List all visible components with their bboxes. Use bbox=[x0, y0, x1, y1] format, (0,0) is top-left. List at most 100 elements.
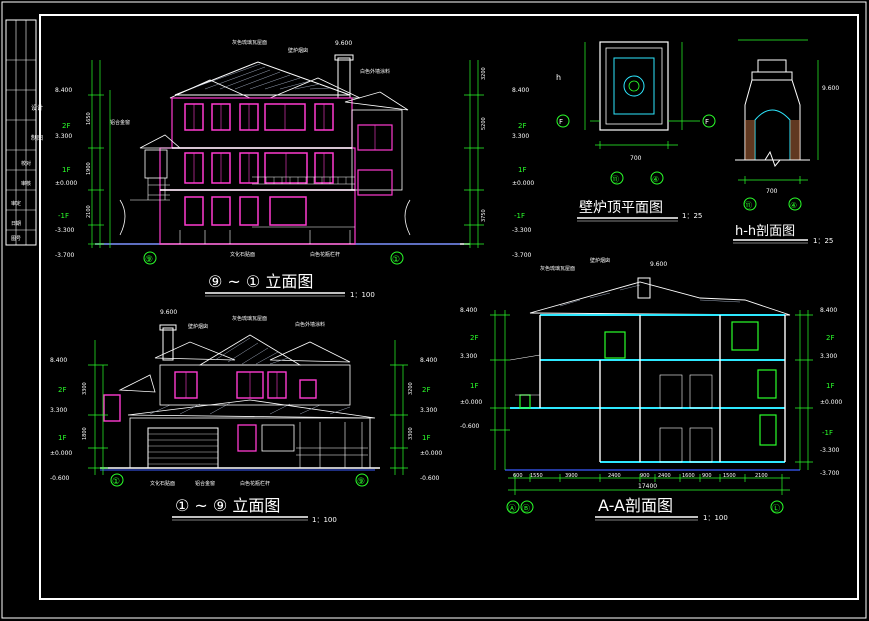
dim-bay-9: 2100 bbox=[755, 473, 768, 479]
dim-bay-0: 600 bbox=[513, 473, 523, 479]
lvl-2f-rear-left: 3.300 bbox=[50, 407, 67, 414]
scale-hh-section: 1：25 bbox=[813, 237, 833, 245]
aa-section: 600 1550 3900 2400 900 2400 1600 900 150… bbox=[460, 257, 842, 522]
floor-tag-2f-right: 2F bbox=[518, 122, 526, 130]
axis-fp-11: ⑪ bbox=[611, 175, 619, 184]
lvl-2f-section-right: 3.300 bbox=[820, 353, 837, 360]
lvl-2f-left: 3.300 bbox=[55, 133, 72, 140]
note-rail-front: 白色花瓶栏杆 bbox=[310, 251, 340, 258]
tb-check: 校对 bbox=[21, 160, 31, 167]
lvl-2f-section-left: 3.300 bbox=[460, 353, 477, 360]
floor-tag-2f-rear-right: 2F bbox=[422, 386, 430, 394]
dim-front-h3: 1650 bbox=[86, 112, 92, 125]
axis-section-b: Ⓑ bbox=[522, 504, 530, 513]
floor-tag-2f-section-left: 2F bbox=[470, 334, 478, 342]
tb-draw: 制图 bbox=[31, 134, 43, 142]
axis-rear-left: ① bbox=[112, 477, 120, 487]
note-chimney-section: 壁炉烟囱 bbox=[590, 257, 610, 264]
scale-rear-elevation: 1：100 bbox=[312, 516, 337, 524]
floor-tag-2f-left: 2F bbox=[62, 122, 70, 130]
floor-tag-1f-rear-left: 1F bbox=[58, 434, 66, 442]
axis-fp-f2: F bbox=[705, 118, 709, 126]
lvl-roof-section-left: 8.400 bbox=[460, 307, 477, 314]
lvl-2f-right: 3.300 bbox=[512, 133, 529, 140]
lvl-1f-rear-left: ±0.000 bbox=[50, 450, 72, 457]
dim-front-h2: 3750 bbox=[481, 209, 487, 222]
dim-bay-2: 3900 bbox=[565, 473, 578, 479]
title-aa-section: A-A剖面图 bbox=[598, 496, 673, 515]
axis-fp-f1: F bbox=[559, 118, 563, 126]
lvl-step-section-left: -0.600 bbox=[460, 423, 480, 430]
dim-bay-1: 1550 bbox=[530, 473, 543, 479]
dim-front-h4: 1900 bbox=[86, 162, 92, 175]
lvl-roof-section-right: 8.400 bbox=[820, 307, 837, 314]
note-stone-rear: 文化石贴面 bbox=[150, 480, 175, 487]
note-chimney-front: 壁炉烟囱 bbox=[288, 47, 308, 54]
lvl-base-section-right: -3.700 bbox=[820, 470, 840, 477]
lvl-roof-rear-right: 8.400 bbox=[420, 357, 437, 364]
scale-aa-section: 1：100 bbox=[703, 514, 728, 522]
lvl-roof-rear-left: 8.400 bbox=[50, 357, 67, 364]
dim-rear-h3: 1800 bbox=[82, 427, 88, 440]
lvl-base-right: -3.700 bbox=[512, 252, 532, 259]
floor-tag-1f-section-left: 1F bbox=[470, 382, 478, 390]
axis-fp-4: ④ bbox=[652, 175, 659, 184]
title-fireplace-plan: 壁炉顶平面图 bbox=[579, 200, 663, 216]
lvl-roof-right: 8.400 bbox=[512, 87, 529, 94]
dim-front-h1: 5200 bbox=[481, 117, 487, 130]
axis-hh-4: ④ bbox=[790, 201, 797, 210]
axis-section-a: Ⓐ bbox=[508, 504, 516, 513]
note-roof-section: 灰色琉璃瓦屋面 bbox=[540, 265, 575, 272]
axis-rear-right: ⑨ bbox=[357, 477, 365, 487]
tb-date: 日期 bbox=[11, 221, 21, 227]
lvl-b1-right: -3.300 bbox=[512, 227, 532, 234]
dim-hh-width: 700 bbox=[766, 188, 778, 195]
lvl-1f-rear-right: ±0.000 bbox=[420, 450, 442, 457]
dim-rear-h0: 3200 bbox=[408, 382, 414, 395]
section-mark-h: h bbox=[556, 73, 561, 82]
note-chimney-rear: 壁炉烟囱 bbox=[188, 323, 208, 330]
floor-tag-1f-right: 1F bbox=[518, 166, 526, 174]
lvl-roof-left: 8.400 bbox=[55, 87, 72, 94]
hh-section: 700 9.600 ⑪ ④ h-h剖面图 1：25 bbox=[733, 39, 839, 245]
axis-section-l: Ⓛ bbox=[772, 504, 780, 513]
lvl-b1-left: -3.300 bbox=[55, 227, 75, 234]
lvl-2f-rear-right: 3.300 bbox=[420, 407, 437, 414]
title-hh-section: h-h剖面图 bbox=[735, 224, 795, 239]
floor-tag-2f-rear-left: 2F bbox=[58, 386, 66, 394]
axis-front-left: ⑨ bbox=[145, 255, 153, 265]
note-roof-front: 灰色琉璃瓦屋面 bbox=[232, 39, 267, 46]
tb-approve: 审定 bbox=[11, 200, 21, 207]
tb-review: 审核 bbox=[21, 180, 31, 187]
lvl-b1-section-right: -3.300 bbox=[820, 447, 840, 454]
note-stone-front: 文化石贴面 bbox=[230, 251, 255, 258]
tb-sheetno: 图号 bbox=[11, 236, 21, 242]
note-rail-rear: 白色花瓶栏杆 bbox=[240, 480, 270, 487]
lvl-1f-section-right: ±0.000 bbox=[820, 399, 842, 406]
lvl-top-hh: 9.600 bbox=[822, 85, 839, 92]
dim-rear-h2: 3300 bbox=[82, 382, 88, 395]
lvl-top-rear: 9.600 bbox=[160, 309, 177, 316]
dim-fireplace-width: 700 bbox=[630, 155, 642, 162]
floor-tag-2f-section: 2F bbox=[826, 334, 834, 342]
fireplace-top-plan: 700 F F ⑪ ④ h 壁炉顶平面图 1：25 bbox=[556, 41, 716, 222]
note-window-front: 铝合金窗 bbox=[110, 119, 130, 126]
front-elevation: 8.400 3.300 ±0.000 -3.300 -3.700 2F 1F -… bbox=[55, 39, 534, 299]
lvl-1f-right: ±0.000 bbox=[512, 180, 534, 187]
dim-front-h5: 2100 bbox=[86, 205, 92, 218]
note-window-rear: 铝合金窗 bbox=[195, 480, 215, 487]
scale-front-elevation: 1：100 bbox=[350, 291, 375, 299]
floor-tag-b1-right: -1F bbox=[514, 212, 525, 220]
floor-tag-1f-left: 1F bbox=[62, 166, 70, 174]
dim-bay-8: 1500 bbox=[723, 473, 736, 479]
rear-elevation: 8.400 3.300 ±0.000 -0.600 2F 1F 8.400 3.… bbox=[50, 309, 442, 524]
tb-design: 设计 bbox=[31, 104, 43, 112]
axis-front-right: ① bbox=[392, 255, 400, 265]
dim-bay-4: 900 bbox=[640, 473, 650, 479]
lvl-1f-left: ±0.000 bbox=[55, 180, 77, 187]
inner-border bbox=[39, 14, 859, 600]
lvl-step-rear-left: -0.600 bbox=[50, 475, 70, 482]
lvl-1f-section-left: ±0.000 bbox=[460, 399, 482, 406]
